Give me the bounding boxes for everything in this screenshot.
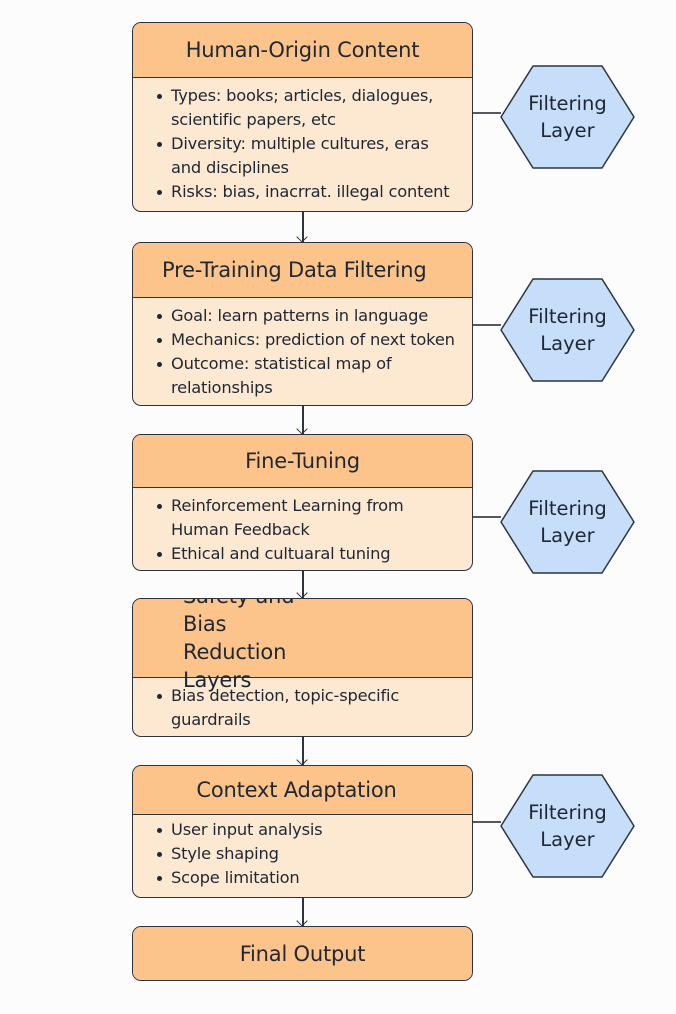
stage-bullet: Diversity: multiple cultures, eras and d… (157, 132, 462, 180)
stage-final-output: Final Output (132, 926, 473, 981)
filter-connector (473, 324, 501, 326)
flow-arrow (302, 212, 304, 242)
hexagon-shape (500, 774, 635, 878)
stage-bullet: Scope limitation (157, 866, 462, 890)
stage-bullet: Ethical and cultuaral tuning (157, 542, 462, 566)
stage-pre-training-data-filtering: Pre-Training Data Filtering Goal: learn … (132, 242, 473, 406)
filter-connector (473, 112, 501, 114)
stage-title: Pre-Training Data Filtering (133, 243, 472, 298)
filter-connector (473, 821, 501, 823)
filter-label: Filtering Layer (528, 92, 607, 142)
stage-bullet: Mechanics: prediction of next token (157, 328, 462, 352)
flow-arrow (302, 406, 304, 434)
filter-label: Filtering Layer (528, 801, 607, 851)
flow-arrow (302, 737, 304, 765)
filtering-layer-hexagon: Filtering Layer (499, 64, 636, 170)
stage-bullet: User input analysis (157, 818, 462, 842)
stage-title: Safety and Bias Reduction Layers (133, 599, 472, 692)
stage-bullet: Style shaping (157, 842, 462, 866)
stage-bullet: Types: books; articles, dialogues, scien… (157, 84, 462, 132)
stage-bullet: Goal: learn patterns in language (157, 304, 462, 328)
stage-human-origin-content: Human-Origin Content Types: books; artic… (132, 22, 473, 212)
stage-context-adaptation: Context Adaptation User input analysis S… (132, 765, 473, 898)
filter-label: Filtering Layer (528, 305, 607, 355)
stage-title: Context Adaptation (133, 766, 472, 815)
stage-title: Human-Origin Content (133, 23, 472, 78)
filtering-layer-hexagon: Filtering Layer (499, 773, 636, 879)
filter-connector (473, 516, 501, 518)
flow-arrow (302, 898, 304, 926)
stage-bullet: Bias detection, topic-specific guardrail… (157, 684, 462, 732)
stage-title: Fine-Tuning (133, 435, 472, 488)
hexagon-shape (500, 278, 635, 382)
filter-label: Filtering Layer (528, 497, 607, 547)
flow-arrow (302, 571, 304, 598)
stage-title: Final Output (133, 927, 472, 980)
hexagon-shape (500, 470, 635, 574)
filtering-layer-hexagon: Filtering Layer (499, 277, 636, 383)
filtering-layer-hexagon: Filtering Layer (499, 469, 636, 575)
hexagon-shape (500, 65, 635, 169)
stage-bullet: Risks: bias, inacrrat. illegal content (157, 180, 462, 204)
stage-bullet: Reinforcement Learning from Human Feedba… (157, 494, 462, 542)
stage-safety-and-bias-reduction: Safety and Bias Reduction Layers Bias de… (132, 598, 473, 737)
stage-bullet: Outcome: statistical map of relationship… (157, 352, 462, 400)
stage-fine-tuning: Fine-Tuning Reinforcement Learning from … (132, 434, 473, 571)
